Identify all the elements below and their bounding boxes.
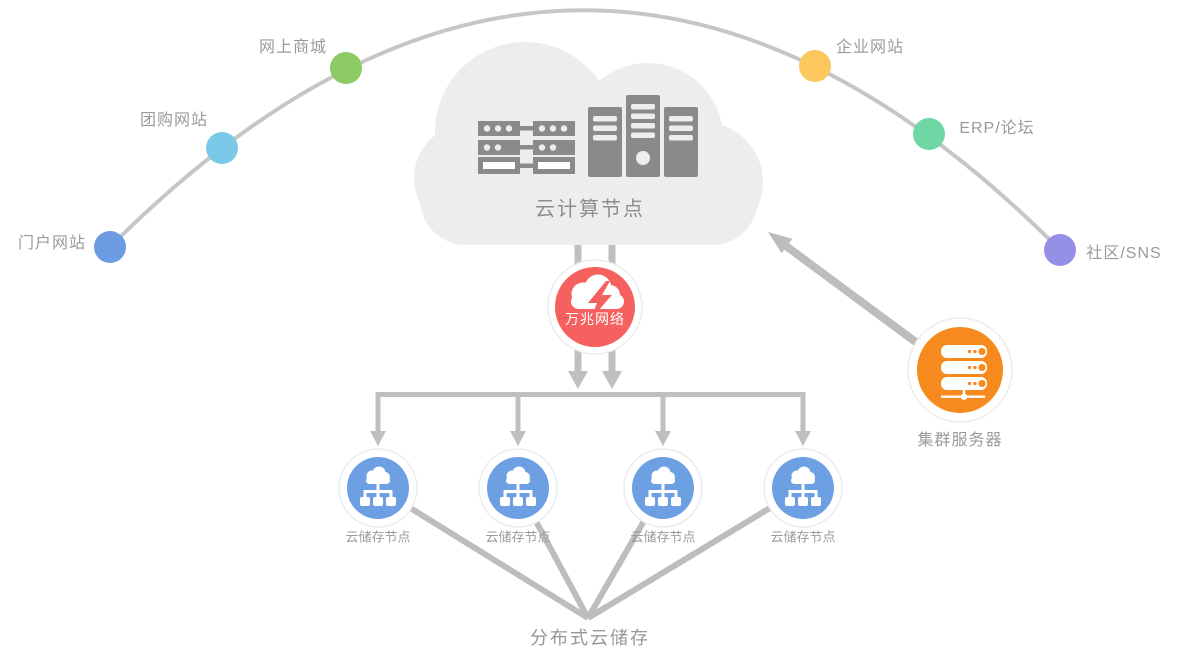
storage-node-label: 云储存节点: [485, 529, 551, 545]
enterprise-site-label: 企业网站: [835, 39, 905, 56]
mall-site-dot: [330, 52, 362, 84]
storage-node-4: [763, 448, 843, 528]
groupbuy-site-dot: [206, 132, 238, 164]
cluster-server-node: [907, 317, 1013, 423]
cluster-server-label: 集群服务器: [917, 432, 1003, 449]
network-hub-label: 万兆网络: [565, 311, 625, 327]
cloud-compute-label: 云计算节点: [535, 198, 645, 221]
down-arrowhead-icon: [655, 431, 671, 446]
mall-site-label: 网上商城: [258, 39, 328, 56]
distributed-storage-label: 分布式云储存: [530, 628, 650, 648]
sns-site-dot: [1044, 234, 1076, 266]
down-arrowhead-icon: [370, 431, 386, 446]
storage-node-3: [623, 448, 703, 528]
down-arrowhead-icon: [602, 371, 622, 389]
distributed-storage-lines: [376, 485, 805, 621]
cloud-lightning-icon: [571, 274, 624, 320]
up-left-arrowhead-icon: [768, 232, 793, 254]
portal-site-dot: [94, 231, 126, 263]
enterprise-site-dot: [799, 50, 831, 82]
cloud-compute-node: [414, 42, 763, 245]
rack-servers-icon: [478, 121, 575, 174]
server-stack-icon: [941, 345, 987, 400]
network-hub-node: [547, 259, 643, 355]
erp-site-dot: [913, 118, 945, 150]
groupbuy-site-label: 团购网站: [139, 112, 209, 129]
sns-site-label: 社区/SNS: [1086, 245, 1162, 262]
storage-node-2: [478, 448, 558, 528]
storage-node-label: 云储存节点: [770, 529, 836, 545]
storage-node-label: 云储存节点: [630, 529, 696, 545]
down-arrowhead-icon: [510, 431, 526, 446]
down-arrowhead-icon: [568, 371, 588, 389]
storage-bus: [370, 392, 811, 446]
erp-site-label: ERP/论坛: [959, 120, 1035, 137]
cluster-to-cloud-arrow: [768, 232, 920, 347]
storage-node-1: [338, 448, 418, 528]
down-arrowhead-icon: [795, 431, 811, 446]
tower-servers-icon: [588, 95, 698, 177]
portal-site-label: 门户网站: [17, 235, 87, 252]
storage-node-label: 云储存节点: [345, 529, 411, 545]
